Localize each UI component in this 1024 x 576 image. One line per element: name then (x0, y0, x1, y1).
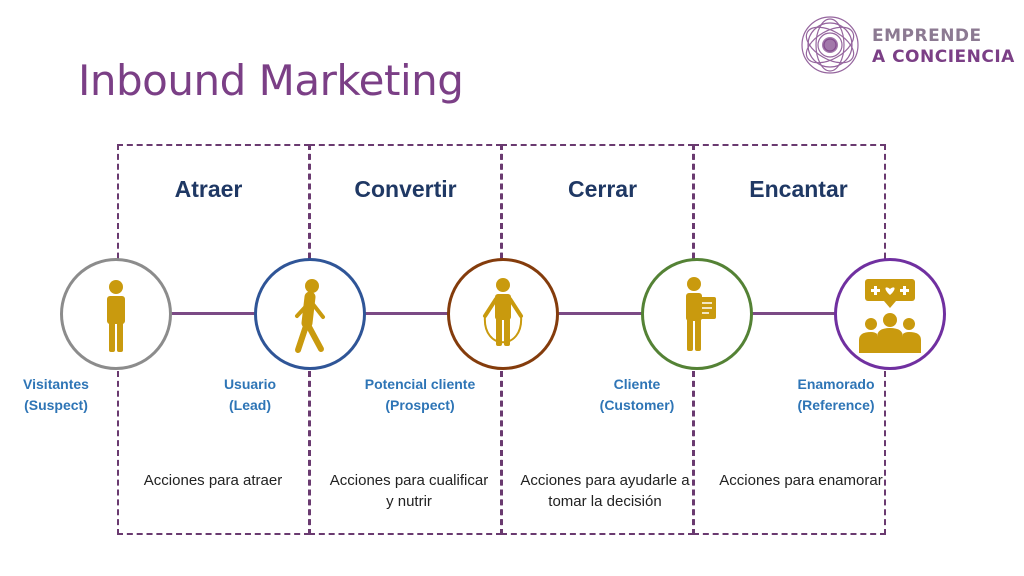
connector-line (558, 312, 643, 315)
node-visitantes (60, 258, 172, 370)
walking-person-icon (295, 279, 325, 353)
node-cliente (641, 258, 753, 370)
node-label-line: (Suspect) (24, 397, 88, 413)
stage-title-atraer: Atraer (174, 176, 243, 202)
node-label-visitantes: Visitantes (Suspect) (0, 374, 126, 416)
stage-title-convertir: Convertir (354, 176, 457, 202)
node-potencial-cliente (447, 258, 559, 370)
stage-action-encantar: Acciones para enamorar (719, 472, 883, 489)
node-label-line: (Lead) (229, 397, 271, 413)
node-usuario (254, 258, 366, 370)
node-label-line: Usuario (223, 376, 277, 392)
page-title: Inbound Marketing (78, 56, 464, 105)
standing-person-icon (107, 280, 125, 352)
node-label-usuario: Usuario (Lead) (180, 374, 320, 416)
node-label-line: (Prospect) (385, 397, 455, 413)
node-label-line: Cliente (613, 376, 661, 392)
stage-action-convertir: Acciones para cualificar y nutrir (329, 472, 489, 510)
logo-line-1: EMPRENDE (872, 26, 982, 46)
jump-rope-person-icon (483, 278, 523, 346)
node-label-line: Visitantes (23, 376, 89, 392)
connector-line (752, 312, 837, 315)
stage-title-cerrar: Cerrar (567, 176, 638, 202)
brand-logo: EMPRENDE A CONCIENCIA (796, 12, 1016, 78)
node-label-line: Enamorado (797, 376, 875, 392)
stage-title-encantar: Encantar (749, 176, 848, 202)
lotus-logo-icon (801, 16, 859, 74)
node-label-line: (Reference) (797, 397, 875, 413)
logo-line-2: A CONCIENCIA (872, 47, 1015, 67)
node-label-line: (Customer) (599, 397, 675, 413)
node-label-line: Potencial cliente (364, 376, 476, 392)
stage-action-atraer: Acciones para atraer (143, 472, 283, 489)
node-label-enamorado: Enamorado (Reference) (766, 374, 906, 416)
stage-action-cerrar: Acciones para ayudarle a tomar la decisi… (520, 472, 690, 510)
connector-line (364, 312, 449, 315)
node-label-cliente: Cliente (Customer) (567, 374, 707, 416)
connector-line (170, 312, 255, 315)
group-love-icon (859, 279, 921, 353)
node-enamorado (834, 258, 946, 370)
node-label-potencial-cliente: Potencial cliente (Prospect) (350, 374, 490, 416)
person-with-document-icon (686, 277, 716, 351)
